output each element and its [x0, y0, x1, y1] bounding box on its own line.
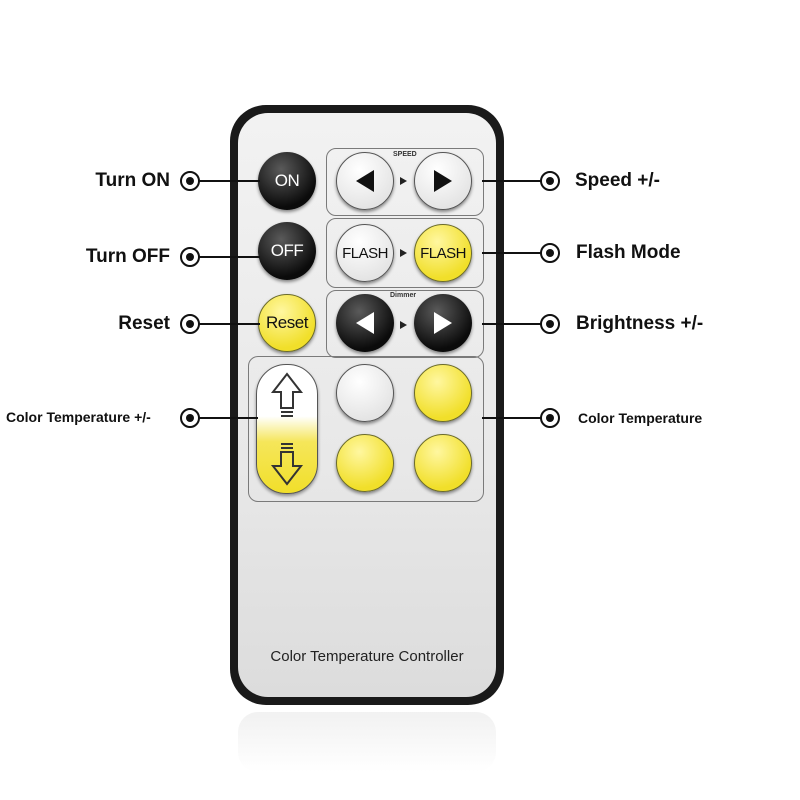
flash-yellow-button[interactable]: FLASH — [414, 224, 472, 282]
rocker-arrows-icon — [270, 372, 304, 486]
color-temp-warm-button-3[interactable] — [414, 434, 472, 492]
label-speed: Speed +/- — [575, 170, 660, 191]
right-triangle-icon — [434, 170, 452, 192]
label-reset: Reset — [118, 313, 170, 334]
label-turn-off: Turn OFF — [85, 246, 170, 267]
callout-dot-icon — [180, 314, 200, 334]
brightness-down-button[interactable] — [336, 294, 394, 352]
callout-dot-icon — [540, 243, 560, 263]
color-temp-warm-button-1[interactable] — [414, 364, 472, 422]
callout-dot-icon — [180, 408, 200, 428]
label-flash-mode: Flash Mode — [576, 242, 681, 263]
callout-dot-icon — [540, 314, 560, 334]
brightness-up-button[interactable] — [414, 294, 472, 352]
label-color-temperature-adjust: Color Temperature +/- — [6, 409, 151, 425]
speed-panel — [326, 148, 484, 216]
on-button[interactable]: ON — [258, 152, 316, 210]
flash-white-label: FLASH — [342, 244, 388, 262]
flash-direction-arrow-icon — [400, 249, 407, 257]
callout-dot-icon — [180, 247, 200, 267]
flash-yellow-label: FLASH — [420, 244, 466, 262]
right-triangle-icon — [434, 312, 452, 334]
callout-dot-icon — [540, 408, 560, 428]
label-brightness: Brightness +/- — [576, 313, 704, 334]
remote-reflection — [238, 712, 496, 772]
left-triangle-icon — [356, 170, 374, 192]
color-temperature-panel — [248, 356, 484, 502]
dimmer-direction-arrow-icon — [400, 321, 407, 329]
speed-up-button[interactable] — [414, 152, 472, 210]
off-button-label: OFF — [270, 241, 304, 260]
callout-dot-icon — [540, 171, 560, 191]
left-triangle-icon — [356, 312, 374, 334]
callout-dot-icon — [180, 171, 200, 191]
speed-down-button[interactable] — [336, 152, 394, 210]
color-temp-white-button[interactable] — [336, 364, 394, 422]
dimmer-panel-tag: Dimmer — [390, 292, 417, 299]
speed-direction-arrow-icon — [400, 177, 407, 185]
flash-white-button[interactable]: FLASH — [336, 224, 394, 282]
callout-line — [482, 252, 542, 254]
color-temperature-rocker[interactable] — [256, 364, 318, 494]
label-turn-on: Turn ON — [95, 170, 170, 191]
speed-panel-tag: SPEED — [393, 151, 417, 158]
callout-line — [482, 323, 542, 325]
callout-line — [198, 180, 260, 182]
color-temp-warm-button-2[interactable] — [336, 434, 394, 492]
remote-footer-text: Color Temperature Controller — [270, 648, 464, 665]
callout-line — [198, 323, 260, 325]
callout-line — [482, 417, 542, 419]
label-color-temperature: Color Temperature — [578, 410, 703, 426]
callout-line — [198, 256, 260, 258]
off-button[interactable]: OFF — [258, 222, 316, 280]
reset-button-label: Reset — [266, 313, 308, 332]
reset-button[interactable]: Reset — [258, 294, 316, 352]
callout-line — [482, 180, 542, 182]
callout-line — [198, 417, 258, 419]
on-button-label: ON — [274, 171, 300, 190]
